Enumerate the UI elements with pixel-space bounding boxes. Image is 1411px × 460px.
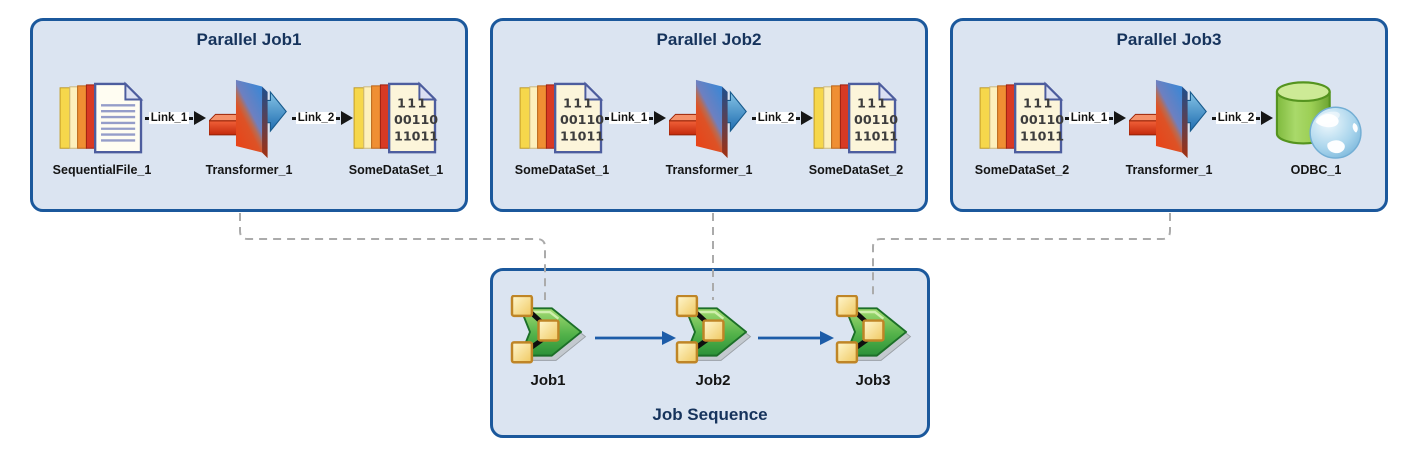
job3-node[interactable]: Job3 xyxy=(818,295,928,389)
link-arrowhead-icon xyxy=(654,111,666,125)
stage-row: SomeDataSet_1 Link_1 Transformer_1 Link_… xyxy=(493,77,925,177)
stage-iconbox xyxy=(978,77,1066,161)
stage-iconbox xyxy=(58,77,146,161)
stage-node-sequentialfile-1[interactable]: SequentialFile_1 xyxy=(53,77,151,177)
dataset-icon xyxy=(812,80,900,158)
stage-label: Transformer_1 xyxy=(205,163,293,177)
stage-iconbox xyxy=(1269,77,1363,161)
link-link-1[interactable]: Link_1 xyxy=(1065,111,1126,125)
stage-label: SomeDataSet_1 xyxy=(514,163,610,177)
stage-label: ODBC_1 xyxy=(1290,163,1342,177)
stage-row: SequentialFile_1 Link_1 Transformer_1 Li… xyxy=(33,77,465,177)
stage-iconbox xyxy=(352,77,440,161)
link-label: Link_1 xyxy=(148,112,190,124)
parallel-job2-title: Parallel Job2 xyxy=(656,30,762,49)
job1-node[interactable]: Job1 xyxy=(493,295,603,389)
transformer-icon xyxy=(209,77,289,161)
link-arrowhead-icon xyxy=(801,111,813,125)
link-line xyxy=(292,116,296,120)
stage-label: SomeDataSet_2 xyxy=(808,163,904,177)
stage-row: SomeDataSet_2 Link_1 Transformer_1 Link_… xyxy=(953,77,1385,177)
stage-iconbox xyxy=(209,77,289,161)
link-link-1[interactable]: Link_1 xyxy=(145,111,206,125)
stage-node-somedataset-2[interactable]: SomeDataSet_2 xyxy=(809,77,903,177)
link-line xyxy=(145,116,149,120)
stage-label: SomeDataSet_2 xyxy=(974,163,1070,177)
stage-node-transformer-1[interactable]: Transformer_1 xyxy=(666,77,752,177)
link-line xyxy=(1256,116,1260,120)
link-line xyxy=(1109,116,1113,120)
stage-label: SequentialFile_1 xyxy=(52,163,152,177)
link-label: Link_1 xyxy=(608,112,650,124)
stage-label: SomeDataSet_1 xyxy=(348,163,444,177)
link-arrowhead-icon xyxy=(1261,111,1273,125)
job-activity-icon xyxy=(674,295,752,367)
job-sequence-box[interactable]: Job1 Job2 Job3 Job Sequence xyxy=(490,268,930,438)
link-arrowhead-icon xyxy=(194,111,206,125)
link-label: Link_1 xyxy=(1068,112,1110,124)
link-line xyxy=(1065,116,1069,120)
parallel-job3-box[interactable]: Parallel Job3 SomeDataSet_2 Link_1 Trans… xyxy=(950,18,1388,212)
stage-label: Transformer_1 xyxy=(1125,163,1213,177)
link-line xyxy=(649,116,653,120)
transformer-icon xyxy=(669,77,749,161)
job-label: Job2 xyxy=(695,372,731,389)
link-link-2[interactable]: Link_2 xyxy=(292,111,353,125)
link-line xyxy=(605,116,609,120)
dataset-icon xyxy=(978,80,1066,158)
link-label: Link_2 xyxy=(755,112,797,124)
link-link-1[interactable]: Link_1 xyxy=(605,111,666,125)
link-label: Link_2 xyxy=(1215,112,1257,124)
dataset-icon xyxy=(352,80,440,158)
link-arrowhead-icon xyxy=(1114,111,1126,125)
job-label: Job1 xyxy=(530,372,566,389)
stage-iconbox xyxy=(812,77,900,161)
stage-node-somedataset-2[interactable]: SomeDataSet_2 xyxy=(975,77,1069,177)
link-arrowhead-icon xyxy=(341,111,353,125)
stage-node-transformer-1[interactable]: Transformer_1 xyxy=(206,77,292,177)
stage-node-transformer-1[interactable]: Transformer_1 xyxy=(1126,77,1212,177)
stage-node-somedataset-1[interactable]: SomeDataSet_1 xyxy=(515,77,609,177)
job-activity-icon xyxy=(509,295,587,367)
link-line xyxy=(1212,116,1216,120)
link-line xyxy=(189,116,193,120)
parallel-job1-box[interactable]: Parallel Job1 SequentialFile_1 Link_1 Tr… xyxy=(30,18,468,212)
stage-node-somedataset-1[interactable]: SomeDataSet_1 xyxy=(349,77,443,177)
link-line xyxy=(796,116,800,120)
stage-node-odbc-1[interactable]: ODBC_1 xyxy=(1273,77,1359,177)
link-label: Link_2 xyxy=(295,112,337,124)
stage-iconbox xyxy=(669,77,749,161)
parallel-job2-box[interactable]: Parallel Job2 SomeDataSet_1 Link_1 Trans… xyxy=(490,18,928,212)
dataset-icon xyxy=(518,80,606,158)
odbc-database-globe-icon xyxy=(1269,77,1363,161)
job2-node[interactable]: Job2 xyxy=(658,295,768,389)
link-link-2[interactable]: Link_2 xyxy=(1212,111,1273,125)
sequential-file-icon xyxy=(58,80,146,158)
parallel-job3-title: Parallel Job3 xyxy=(1116,30,1222,49)
link-link-2[interactable]: Link_2 xyxy=(752,111,813,125)
transformer-icon xyxy=(1129,77,1209,161)
job-label: Job3 xyxy=(855,372,891,389)
link-line xyxy=(752,116,756,120)
link-line xyxy=(336,116,340,120)
stage-iconbox xyxy=(1129,77,1209,161)
job-activity-icon xyxy=(834,295,912,367)
stage-iconbox xyxy=(518,77,606,161)
job-sequence-title: Job Sequence xyxy=(652,405,768,424)
parallel-job1-title: Parallel Job1 xyxy=(196,30,302,49)
stage-label: Transformer_1 xyxy=(665,163,753,177)
